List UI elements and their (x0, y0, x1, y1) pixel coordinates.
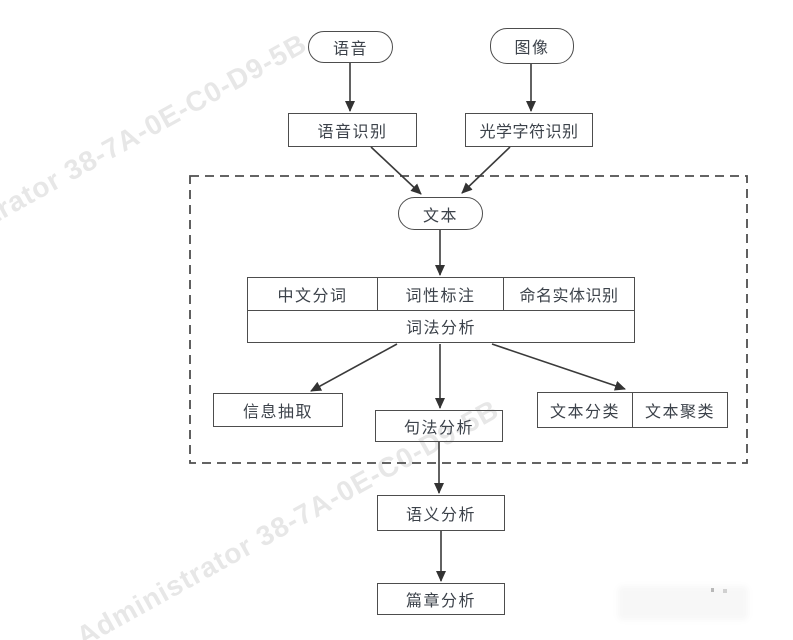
node-text-label: 文本 (422, 207, 458, 225)
artifact-speck (723, 589, 727, 593)
node-text: 文本 (398, 197, 483, 230)
cell-chinese-word-segmentation: 中文分词 (248, 278, 378, 310)
node-speech-recognition-label: 语音识别 (317, 124, 388, 141)
arrow-ocr-to-text (461, 146, 511, 194)
cell-lexical-analysis-label: 词法分析 (405, 320, 476, 338)
node-information-extraction: 信息抽取 (213, 393, 343, 427)
cell-named-entity-recognition: 命名实体识别 (504, 278, 634, 310)
cell-named-entity-recognition-label: 命名实体识别 (519, 287, 619, 305)
node-image-label: 图像 (514, 40, 550, 57)
node-semantic-analysis: 语义分析 (377, 495, 505, 531)
arrow-asr-to-text (370, 146, 422, 195)
node-text-classification-label: 文本分类 (549, 404, 620, 421)
node-discourse-analysis: 篇章分析 (377, 583, 505, 615)
cell-chinese-word-segmentation-label: 中文分词 (277, 287, 348, 305)
cell-lexical-analysis: 词法分析 (248, 311, 634, 343)
lexical-analysis-table: 中文分词 词性标注 命名实体识别 词法分析 (247, 277, 635, 343)
cell-pos-tagging: 词性标注 (378, 278, 504, 310)
node-text-classification: 文本分类 (538, 393, 633, 427)
classification-clustering-pair: 文本分类 文本聚类 (537, 392, 728, 428)
lexical-table-bottom-row: 词法分析 (248, 311, 634, 343)
artifact-speck (711, 588, 714, 592)
node-information-extraction-label: 信息抽取 (242, 404, 313, 421)
node-discourse-analysis-label: 篇章分析 (405, 593, 476, 610)
node-speech-recognition: 语音识别 (288, 113, 417, 147)
node-image: 图像 (490, 28, 574, 64)
lexical-table-top-row: 中文分词 词性标注 命名实体识别 (248, 278, 634, 311)
cell-pos-tagging-label: 词性标注 (405, 287, 476, 305)
node-syntactic-analysis-label: 句法分析 (403, 420, 474, 437)
node-syntactic-analysis: 句法分析 (375, 410, 503, 442)
arrow-lexical-to-classification (491, 343, 626, 391)
node-text-clustering: 文本聚类 (633, 393, 727, 427)
dashed-boundary-box (189, 175, 748, 464)
node-speech-label: 语音 (332, 41, 368, 58)
node-ocr-label: 光学字符识别 (479, 124, 579, 141)
node-ocr: 光学字符识别 (465, 113, 593, 147)
node-text-clustering-label: 文本聚类 (644, 404, 715, 421)
node-semantic-analysis-label: 语义分析 (405, 507, 476, 524)
arrow-lexical-to-information-extraction (310, 343, 398, 392)
node-speech: 语音 (308, 31, 393, 63)
